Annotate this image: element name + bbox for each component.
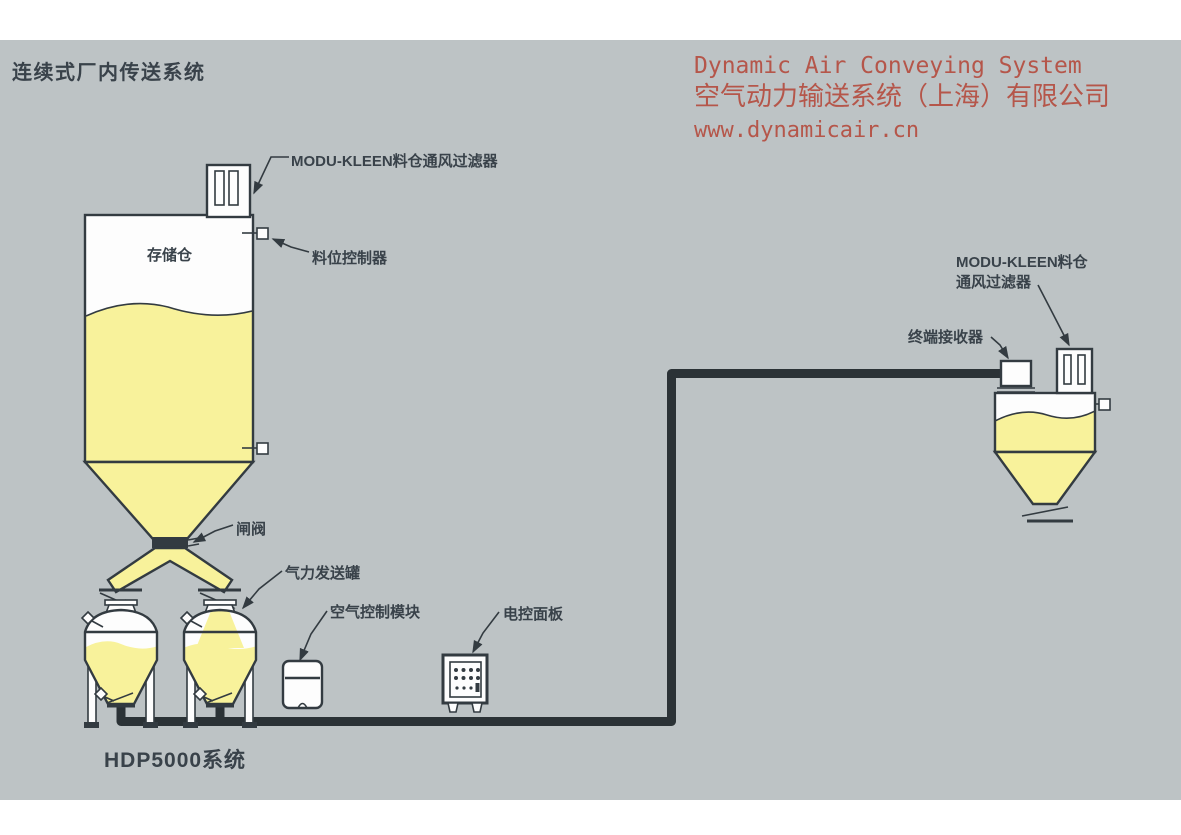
y-splitter-chute xyxy=(99,546,241,609)
level-sensor-lower xyxy=(242,442,269,455)
receiver-filter-label-1: MODU-KLEEN料仓 xyxy=(956,253,1089,271)
receiver-filter-label-2: 通风过滤器 xyxy=(956,273,1032,291)
filter-slot xyxy=(214,170,225,206)
electric-control-panel xyxy=(441,653,489,713)
outlet-valve-line xyxy=(106,692,134,704)
gate-valve-label: 闸阀 xyxy=(236,520,266,538)
page-title: 连续式厂内传送系统 xyxy=(12,60,206,84)
transporter-vessel-2 xyxy=(179,599,258,728)
vessel-valve-diamond xyxy=(192,686,208,702)
bin-level-sensor xyxy=(1098,398,1111,411)
receiving-bin xyxy=(992,391,1111,523)
system-name-label: HDP5000系统 xyxy=(104,748,246,772)
storage-silo: 存储仓 xyxy=(82,213,256,541)
conveying-pipe xyxy=(116,369,1001,726)
bin-cone xyxy=(992,450,1098,506)
level-controller-label: 料位控制器 xyxy=(312,249,388,267)
panel-leg xyxy=(471,702,483,713)
outlet-valve-line xyxy=(205,692,233,704)
bin-outlet-valve-line xyxy=(1021,506,1069,517)
brand-url: www.dynamicair.cn xyxy=(694,118,919,143)
panel-switch xyxy=(475,683,480,692)
vessel-material-stream xyxy=(196,610,244,648)
vessel-foot xyxy=(242,722,257,728)
silo-vent-filter xyxy=(205,163,252,219)
brand-block: Dynamic Air Conveying System 空气动力输送系统（上海… xyxy=(694,53,1110,143)
filter-slot xyxy=(228,170,239,206)
terminal-receiver xyxy=(997,359,1035,393)
electric-control-panel-label: 电控面板 xyxy=(503,605,564,623)
vessel-valve-diamond xyxy=(80,610,96,626)
receiver-vent-filter xyxy=(1055,347,1094,395)
brand-line-cn: 空气动力输送系统（上海）有限公司 xyxy=(694,82,1110,112)
vessel-foot xyxy=(143,722,158,728)
silo-material-fill xyxy=(86,303,252,461)
transporter-label: 气力发送罐 xyxy=(284,564,360,582)
air-control-module xyxy=(281,659,324,710)
vessel-foot xyxy=(183,722,198,728)
leader-lines xyxy=(192,156,1070,662)
vessel-valve-diamond xyxy=(179,610,195,626)
storage-silo-label: 存储仓 xyxy=(147,246,193,264)
terminal-receiver-label: 终端接收器 xyxy=(908,328,984,346)
panel-leg xyxy=(447,702,459,713)
air-control-module-label: 空气控制模块 xyxy=(330,603,421,621)
vessel-foot xyxy=(84,722,99,728)
silo-filter-label: MODU-KLEEN料仓通风过滤器 xyxy=(291,152,499,170)
filter-slot xyxy=(1063,354,1072,385)
vessel-valve-diamond xyxy=(93,686,109,702)
bin-material-fill xyxy=(996,411,1094,451)
filter-slot xyxy=(1077,354,1086,385)
transporter-vessel-1 xyxy=(80,599,159,728)
brand-line-en: Dynamic Air Conveying System xyxy=(694,53,1082,79)
level-sensor-upper xyxy=(242,227,269,240)
